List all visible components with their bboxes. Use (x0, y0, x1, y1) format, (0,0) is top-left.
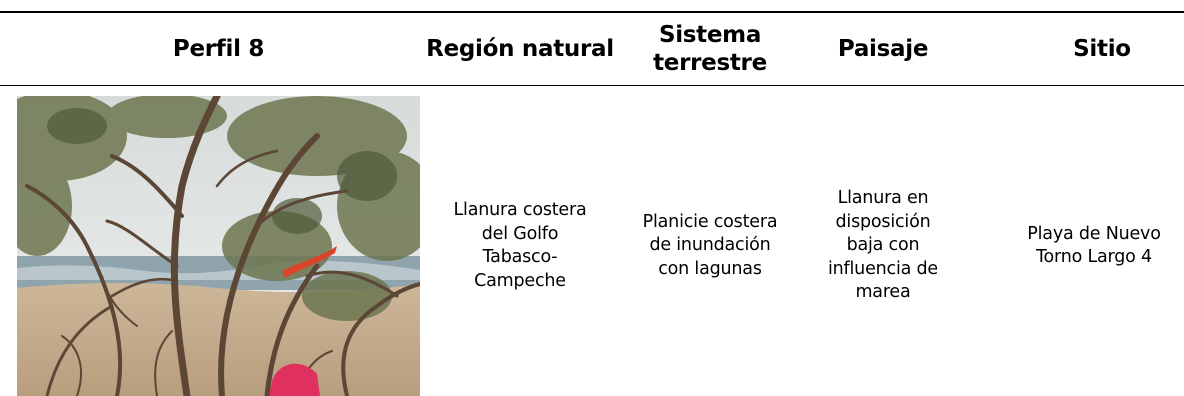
cell-sistema-terrestre: Planicie costera de inundación con lagun… (628, 96, 792, 396)
header-region-text: Región natural (426, 36, 614, 62)
region-line: Llanura costera (453, 200, 587, 220)
paisaje-line: marea (855, 282, 911, 303)
region-line: del Golfo (481, 223, 559, 244)
header-perfil: Perfil 8 (17, 13, 420, 85)
header-region-natural: Región natural (420, 13, 620, 85)
header-perfil-text: Perfil 8 (172, 36, 265, 62)
cell-region-natural: Llanura costera del Golfo Tabasco- Campe… (425, 96, 615, 396)
pink-bag (269, 363, 320, 396)
paisaje-line: Llanura en (837, 188, 929, 209)
region-line: Tabasco- (482, 247, 558, 267)
header-sistema-terrestre: Sistema terrestre (628, 13, 792, 85)
header-paisaje-text: Paisaje (837, 36, 929, 62)
header-sitio: Sitio (1020, 13, 1184, 85)
sistema-line: con lagunas (658, 258, 762, 279)
header-sistema-line-1: Sistema (658, 22, 762, 48)
paisaje-line: disposición (835, 211, 931, 232)
region-line: Campeche (474, 270, 566, 291)
sitio-line: Torno Largo 4 (1036, 247, 1152, 267)
profile-photo-drawing (17, 96, 420, 396)
header-paisaje: Paisaje (808, 13, 958, 85)
table-header-rule (0, 85, 1184, 86)
paisaje-line: baja con (846, 235, 920, 256)
header-sitio-text: Sitio (1073, 36, 1131, 62)
table-top-rule (0, 11, 1184, 13)
sitio-line: Playa de Nuevo (1027, 223, 1161, 244)
paisaje-line: influencia de (828, 258, 938, 279)
cell-paisaje: Llanura en disposición baja con influenc… (800, 96, 966, 396)
sistema-line: Planicie costera (642, 211, 778, 232)
header-sistema-line-2: terrestre (653, 50, 767, 76)
profile-photo (17, 96, 420, 396)
red-ribbon (282, 246, 337, 278)
cell-sitio: Playa de Nuevo Torno Largo 4 (1004, 96, 1184, 396)
sistema-line: de inundación (649, 235, 771, 256)
